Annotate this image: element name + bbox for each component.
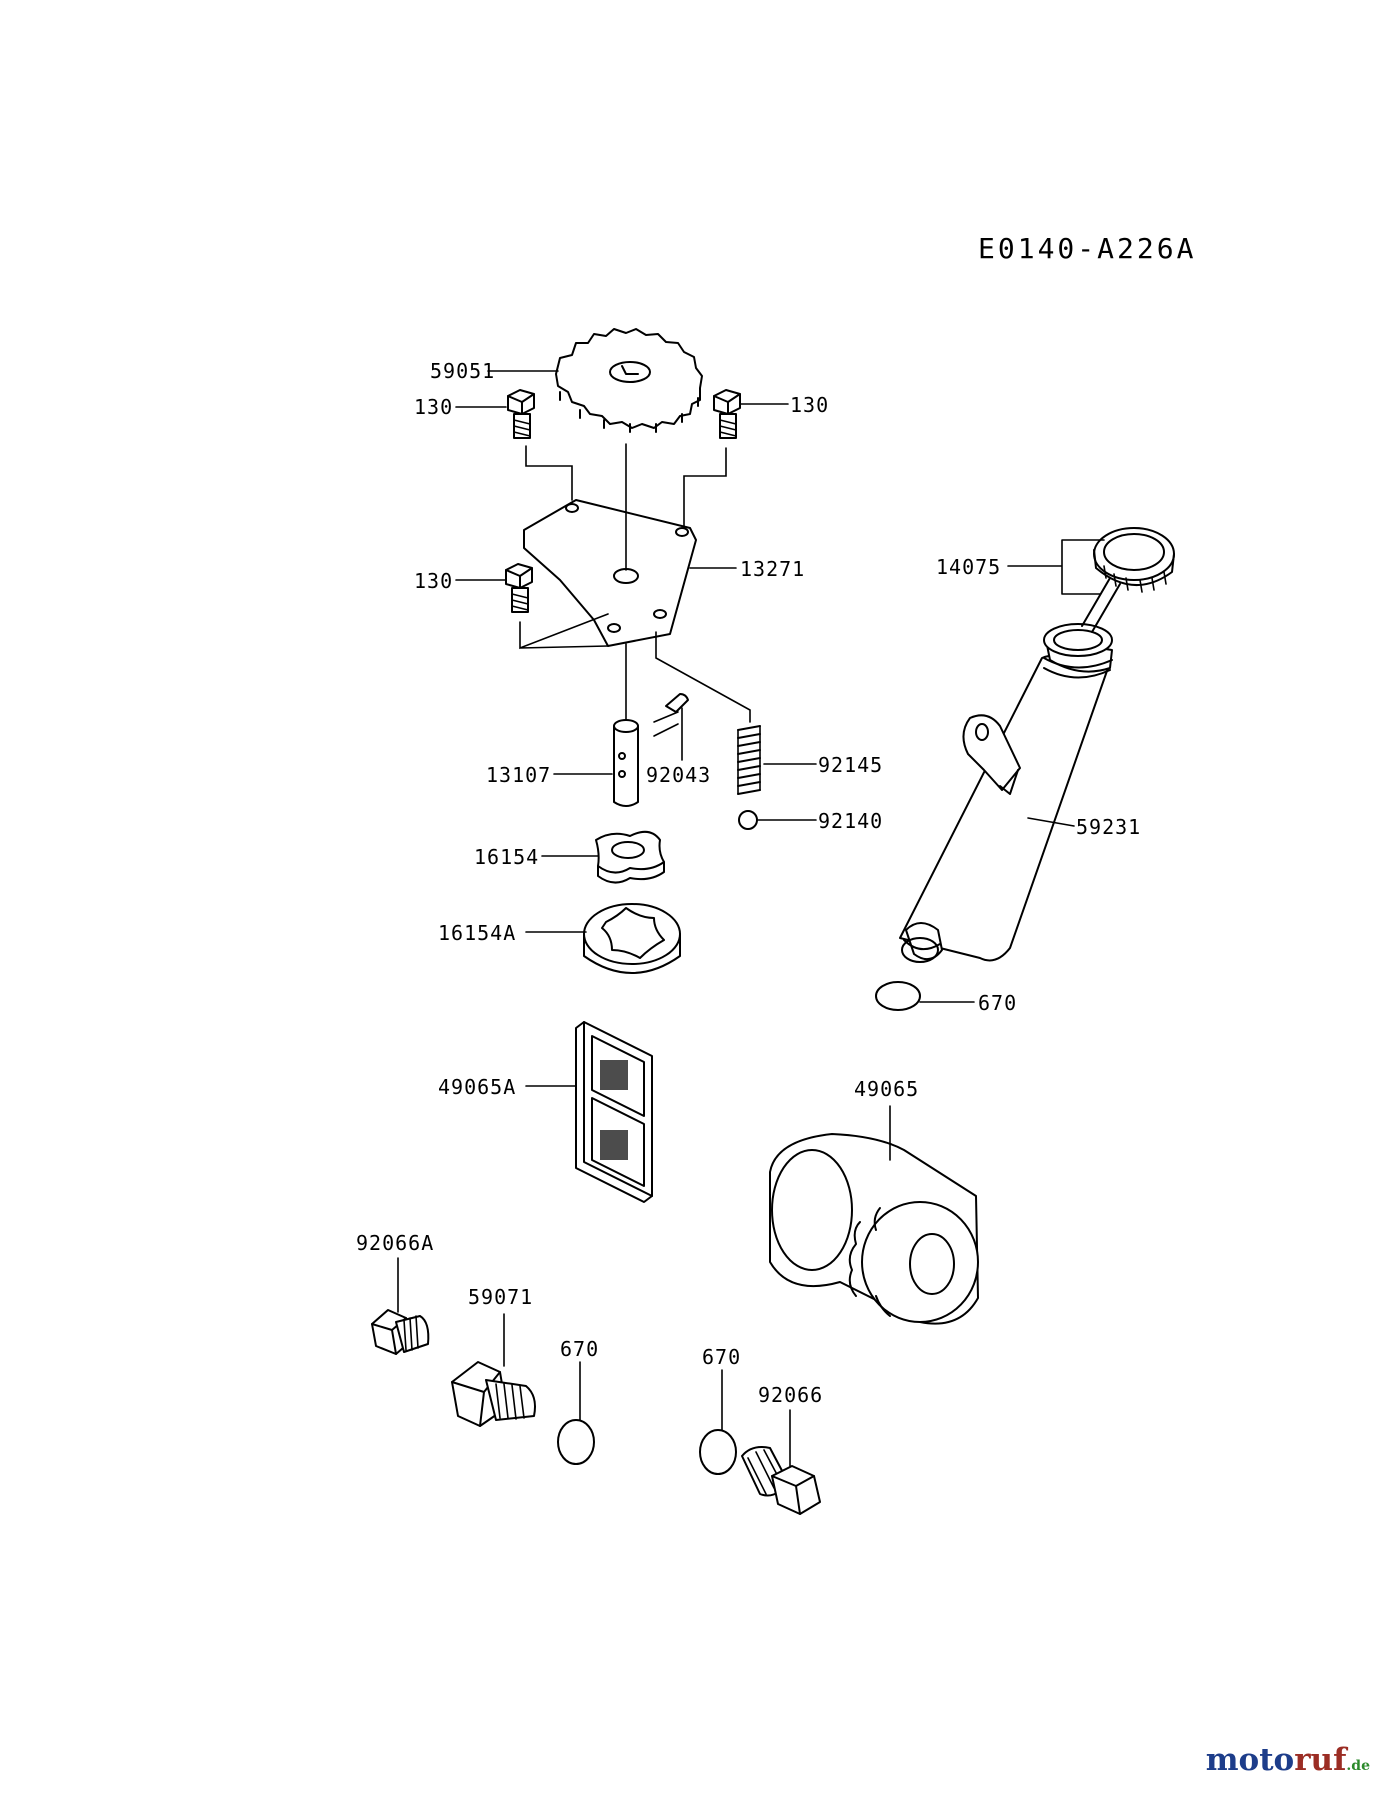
label-670-right: 670 <box>702 1345 741 1369</box>
bolt-130-left-mid <box>505 563 533 613</box>
outer-rotor <box>583 903 681 974</box>
label-92043: 92043 <box>646 763 711 787</box>
label-670-dipstick: 670 <box>978 991 1017 1015</box>
watermark-logo: motoruf.de <box>1206 1742 1370 1778</box>
label-130-right-top: 130 <box>790 393 829 417</box>
dipstick-tube <box>899 623 1113 963</box>
watermark-part-1: moto <box>1205 1742 1295 1778</box>
relief-spring <box>737 725 761 795</box>
leader-lines <box>397 370 1105 1467</box>
bolt-130-left-top <box>507 389 535 439</box>
pin <box>665 693 689 713</box>
label-49065: 49065 <box>854 1077 919 1101</box>
label-130-left-mid: 130 <box>414 569 453 593</box>
watermark-part-3: .de <box>1346 1758 1370 1774</box>
pump-shaft <box>613 719 639 807</box>
label-59231: 59231 <box>1076 815 1141 839</box>
label-92145: 92145 <box>818 753 883 777</box>
label-92066: 92066 <box>758 1383 823 1407</box>
dipstick-cap <box>1081 527 1175 633</box>
bolt-130-right-top <box>713 389 741 439</box>
inner-rotor <box>595 830 665 884</box>
label-49065a: 49065A <box>438 1075 516 1099</box>
diagram-code: E0140-A226A <box>978 232 1196 265</box>
watermark-part-2: ruf <box>1294 1742 1347 1778</box>
label-92066a: 92066A <box>356 1231 434 1255</box>
label-16154a: 16154A <box>438 921 516 945</box>
o-ring-dipstick <box>875 981 921 1011</box>
label-16154: 16154 <box>474 845 539 869</box>
oil-screen <box>575 1021 653 1203</box>
o-ring-right <box>699 1429 737 1475</box>
label-14075: 14075 <box>936 555 1001 579</box>
label-670-left: 670 <box>560 1337 599 1361</box>
label-59071: 59071 <box>468 1285 533 1309</box>
oil-filter <box>769 1133 979 1325</box>
o-ring-left <box>557 1419 595 1465</box>
label-13271: 13271 <box>740 557 805 581</box>
label-59051: 59051 <box>430 359 495 383</box>
pump-cover-plate <box>523 499 697 647</box>
label-130-left-top: 130 <box>414 395 453 419</box>
plug-92066 <box>741 1446 821 1515</box>
oil-pump-gear <box>555 328 703 433</box>
check-ball <box>738 810 758 830</box>
part-labels: 59051 130 130 130 13271 14075 13107 9204… <box>356 359 1141 1407</box>
plug-92066a <box>371 1309 430 1355</box>
drain-bolt <box>451 1361 536 1427</box>
label-92140: 92140 <box>818 809 883 833</box>
label-13107: 13107 <box>486 763 551 787</box>
